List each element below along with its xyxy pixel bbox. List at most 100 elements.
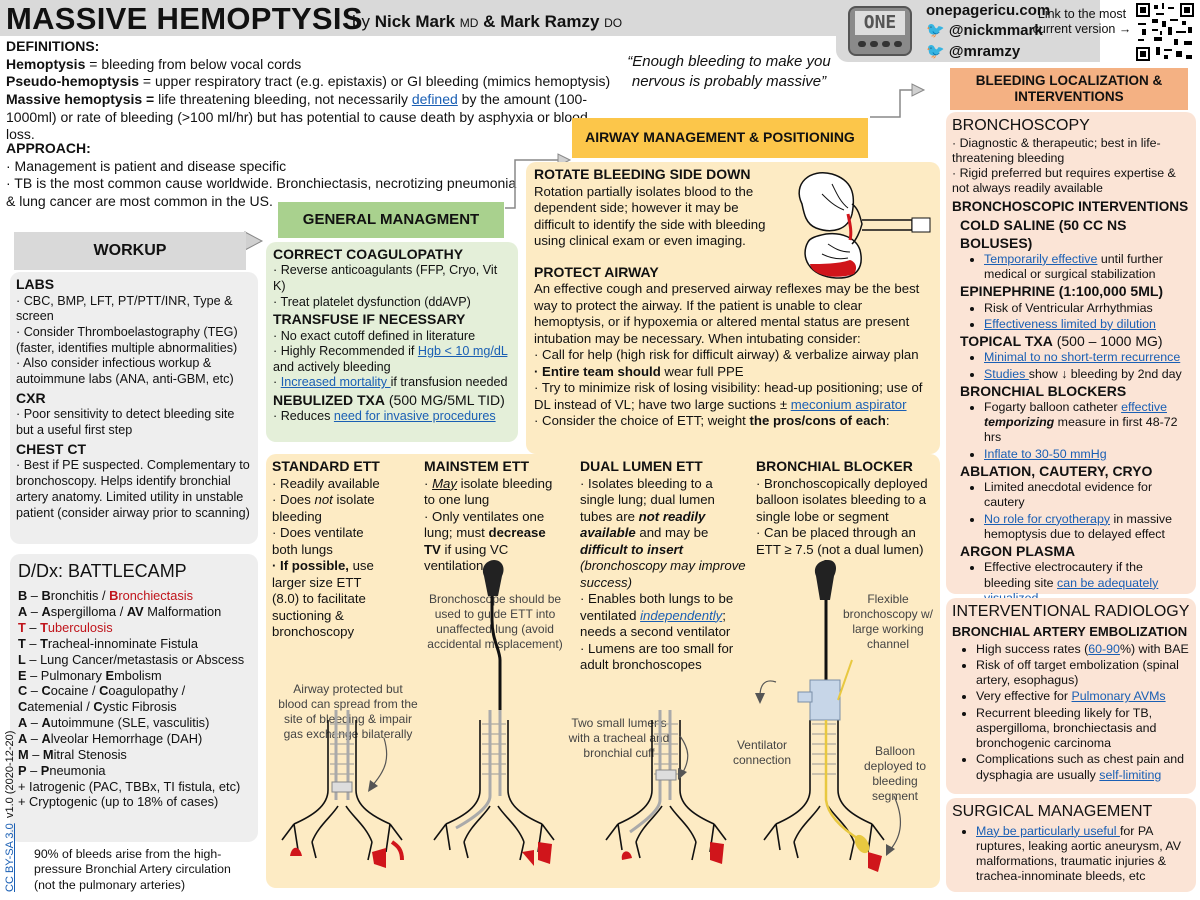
bae-3-link[interactable]: Pulmonary AVMs	[1071, 689, 1166, 704]
tt-h-a: TOPICAL TXA	[960, 333, 1053, 350]
abl-2: No role for cryotherapy in massive hemop…	[984, 512, 1190, 543]
bb-note-2: Ventilator connection	[732, 738, 792, 767]
ablation-heading: ABLATION, CAUTERY, CRYO	[960, 462, 1153, 479]
ddx-item-part: T	[40, 635, 48, 651]
ddx-item-part: atemenial /	[27, 699, 94, 715]
invasive-link[interactable]: need for invasive procedures	[333, 409, 496, 424]
ddx-item-part: P	[40, 762, 50, 778]
ddx-item-part: + Iatrogenic (PAC, TBBx, TI fistula, etc…	[18, 778, 241, 794]
coag-heading: CORRECT COAGULOPATHY	[273, 246, 464, 262]
std-2c: isolate bleeding	[272, 492, 375, 524]
ddx-item-part: –	[26, 762, 41, 778]
ddx-item-part: ronchitis /	[50, 588, 110, 604]
ddx-item: B – Bronchitis / Bronchiectasis	[18, 588, 250, 604]
bae-5-link[interactable]: self-limiting	[1099, 767, 1162, 782]
twitter-bird-icon: 🐦	[926, 22, 945, 39]
dual-heading: DUAL LUMEN ETT	[580, 458, 703, 474]
ddx-item: P – Pneumonia	[18, 763, 250, 779]
independently-link[interactable]: independently	[640, 607, 723, 623]
def-massive-link[interactable]: defined	[411, 90, 458, 107]
cold-saline-heading: COLD SALINE (50 CC NS BOLUSES)	[952, 217, 1190, 251]
ddx-item-part: A	[18, 715, 28, 731]
ddx-item-part: B	[18, 588, 28, 604]
ddx-item: C – Cocaine / Coagulopathy /	[18, 683, 250, 699]
ddx-item-part: P	[18, 762, 27, 778]
def-pseudo: Pseudo-hemoptysis = upper respiratory tr…	[6, 73, 616, 91]
dual-1e: (bronchoscopy may improve success)	[580, 558, 746, 590]
twitter-handle-1[interactable]: 🐦 @nickmmark	[926, 22, 1043, 40]
ett-box	[266, 454, 940, 888]
ddx-item-part: spergilloma /	[50, 604, 127, 620]
txa-heading: NEBULIZED TXA (500 MG/5ML TID)	[273, 392, 511, 409]
tt-1-link[interactable]: Minimal to no short-term recurrence	[984, 350, 1181, 365]
surgery-1-link[interactable]: May be particularly useful	[976, 823, 1120, 838]
def-massive-text-a: life threatening bleeding, not necessari…	[154, 90, 412, 107]
ct-1: · Best if PE suspected. Complementary to…	[16, 458, 250, 520]
handle-2-text: @mramzy	[948, 43, 1021, 60]
std-2a: · Does	[272, 492, 315, 507]
author-1: Nick Mark	[374, 12, 456, 31]
ddx-item-part: lveolar Hemorrhage (DAH)	[50, 731, 203, 747]
bb-note-3: Balloon deployed to bleeding segment	[863, 744, 927, 803]
protect-2: · Call for help (high risk for difficult…	[534, 347, 919, 362]
site-link[interactable]: onepagericu.com	[926, 2, 1051, 19]
txa-1a: · Reduces	[273, 409, 334, 424]
handle-1-text: @nickmmark	[948, 22, 1043, 39]
bronchoscopy-heading: BRONCHOSCOPY	[952, 117, 1090, 134]
approach-heading: APPROACH:	[6, 140, 91, 156]
bae-1-link[interactable]: 60-90	[1088, 641, 1120, 656]
main-2c: if using VC ventilation.	[424, 541, 509, 574]
bronch-2: · Rigid preferred but requires expertise…	[952, 166, 1176, 196]
def-pseudo-term: Pseudo-hemoptysis	[6, 73, 140, 90]
ddx-item-part: AV	[126, 604, 144, 620]
bae-1: High success rates (60-90%) with BAE	[976, 642, 1190, 657]
transfuse-3b: if transfusion needed	[390, 375, 508, 390]
cs-h-b: (50 CC NS BOLUSES)	[960, 217, 1127, 251]
ddx-item: L – Lung Cancer/metastasis or Abscess	[18, 652, 250, 668]
bbk-2-link[interactable]: Inflate to 30-50 mmHg	[984, 446, 1107, 461]
bbk-1-link[interactable]: effective	[1121, 399, 1167, 414]
bleeding-header: BLEEDING LOCALIZATION & INTERVENTIONS	[950, 68, 1188, 110]
approach-line-2: · TB is the most common cause worldwide.…	[6, 175, 517, 209]
ddx-item-part: T	[18, 635, 26, 651]
ddx-item-part: ystic Fibrosis	[102, 699, 177, 715]
bae-1a: High success rates (	[976, 641, 1089, 656]
coag-1: · Reverse anticoagulants (FFP, Cryo, Vit…	[273, 263, 498, 293]
dual-2c: ; needs a second ventilator	[580, 607, 731, 640]
cs-1b: until further medical or surgical stabil…	[984, 251, 1163, 282]
surgery-1b: for PA ruptures, leaking aortic aneurysm…	[976, 823, 1182, 884]
main-heading: MAINSTEM ETT	[424, 458, 529, 474]
ddx-item-part: mbolism	[114, 667, 162, 683]
txa-1: · Reduces need for invasive procedures	[273, 409, 511, 425]
transfuse-heading: TRANSFUSE IF NECESSARY	[273, 311, 466, 328]
link-note: Link to the most current version →	[1032, 7, 1132, 37]
cxr-heading: CXR	[16, 389, 46, 406]
tt-2-link[interactable]: Studies	[984, 366, 1029, 381]
ddx-item-part: T	[40, 620, 48, 636]
hgb-link[interactable]: Hgb < 10 mg/dL	[417, 344, 508, 359]
qr-code-icon[interactable]	[1136, 3, 1194, 61]
ddx-item-part: B	[41, 588, 51, 604]
ep-2-link[interactable]: Effectiveness limited by dilution	[984, 316, 1156, 331]
protect-3a: · Entire team should	[534, 363, 661, 379]
ddx-item-part: C	[41, 683, 51, 699]
arg-1: Effective electrocautery if the bleeding…	[984, 560, 1190, 606]
labs-2: · Consider Thromboelastography (TEG) (fa…	[16, 324, 238, 355]
cs-1-link[interactable]: Temporarily effective	[984, 251, 1098, 266]
twitter-handle-2[interactable]: 🐦 @mramzy	[926, 43, 1020, 61]
license-link[interactable]: CC BY-SA 3.0	[4, 823, 16, 892]
byline-amp: &	[483, 12, 496, 31]
mortality-link[interactable]: Increased mortality	[280, 375, 391, 390]
airway-header: AIRWAY MANAGEMENT & POSITIONING	[572, 118, 868, 158]
def-massive: Massive hemoptysis = life threatening bl…	[6, 91, 616, 144]
transfuse-1: · No exact cutoff defined in literature	[273, 328, 476, 343]
meconium-link[interactable]: meconium aspirator	[790, 396, 907, 412]
definitions-section: DEFINITIONS: Hemoptysis = bleeding from …	[6, 38, 616, 144]
ddx-item-part: M	[18, 746, 29, 762]
bae-3: Very effective for Pulmonary AVMs	[976, 689, 1190, 704]
author-1-degree: MD	[459, 16, 479, 30]
std-4: · If possible, use larger size ETT (8.0)…	[272, 558, 390, 641]
ddx-footnote-a: 90% of bleeds arise from the high-pressu…	[34, 847, 231, 877]
abl-2-link[interactable]: No role for cryotherapy	[984, 511, 1111, 526]
txa-heading-a: NEBULIZED TXA	[273, 391, 385, 408]
